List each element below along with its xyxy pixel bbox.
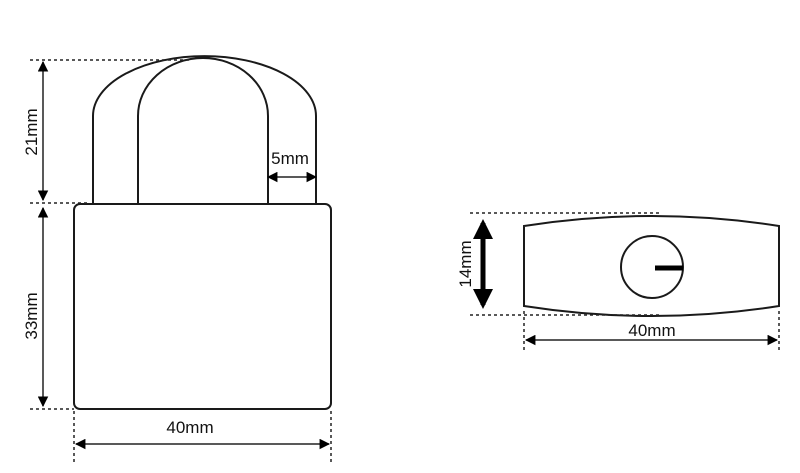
shackle-thickness-label: 5mm: [271, 149, 309, 168]
front-width-dimension: 40mm: [73, 411, 332, 462]
shackle-height-dimension: 21mm: [22, 59, 192, 202]
shackle-height-label: 21mm: [22, 108, 41, 155]
front-view: 21mm 33mm 5mm 40mm: [22, 55, 332, 462]
depth-dimension: 14mm: [456, 212, 660, 316]
bottom-width-label: 40mm: [628, 321, 675, 340]
bottom-width-dimension: 40mm: [523, 311, 780, 350]
front-width-label: 40mm: [166, 418, 213, 437]
bottom-view: 14mm 40mm: [456, 212, 780, 350]
shackle-thickness-dimension: 5mm: [266, 149, 318, 183]
lock-body: [73, 203, 332, 410]
body-height-dimension: 33mm: [22, 202, 90, 410]
shackle: [92, 55, 317, 206]
body-height-label: 33mm: [22, 292, 41, 339]
depth-label: 14mm: [456, 240, 475, 287]
